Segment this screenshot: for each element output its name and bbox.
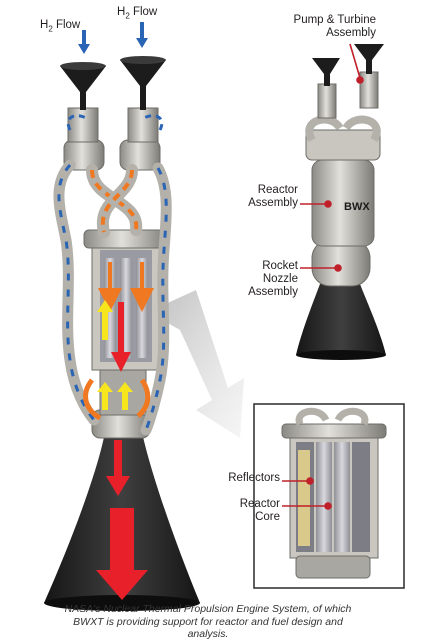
exterior-nozzle bbox=[296, 284, 386, 355]
figure-caption: NASA's Nuclear Thermal Propulsion Engine… bbox=[64, 603, 352, 640]
red-flow-arrow-throat bbox=[106, 440, 130, 496]
reactor-cutaway-illustration bbox=[253, 403, 405, 589]
red-exhaust-arrow bbox=[96, 508, 148, 600]
exterior-funnel-left bbox=[312, 58, 340, 86]
h2-flow-arrow-right bbox=[136, 22, 148, 48]
h2-flow-label-left: H2 Flow bbox=[40, 19, 81, 34]
bwx-logo: BWX bbox=[344, 201, 370, 213]
label-rocket-nozzle-assembly: Rocket Nozzle Assembly bbox=[248, 260, 298, 298]
label-pump-turbine-assembly: Pump & Turbine Assembly bbox=[293, 14, 376, 39]
label-reactor-assembly: Reactor Assembly bbox=[248, 184, 298, 209]
zoom-pointer-arrow bbox=[148, 290, 244, 438]
funnel-left bbox=[60, 66, 106, 110]
exterior-funnel-right bbox=[354, 44, 384, 74]
callout-leaders bbox=[282, 43, 364, 510]
exterior-engine-illustration: BWX bbox=[296, 44, 386, 360]
h2-flow-label-right: H2 Flow bbox=[117, 6, 158, 21]
label-reflectors: Reflectors bbox=[228, 472, 280, 484]
yellow-flow-arrow bbox=[97, 300, 113, 340]
h2-flow-arrow-left bbox=[78, 30, 90, 54]
funnel-right bbox=[120, 60, 166, 110]
main-engine-illustration bbox=[44, 22, 200, 611]
label-reactor-core: Reactor Core bbox=[239, 498, 280, 523]
red-flow-arrow-core bbox=[111, 302, 131, 372]
